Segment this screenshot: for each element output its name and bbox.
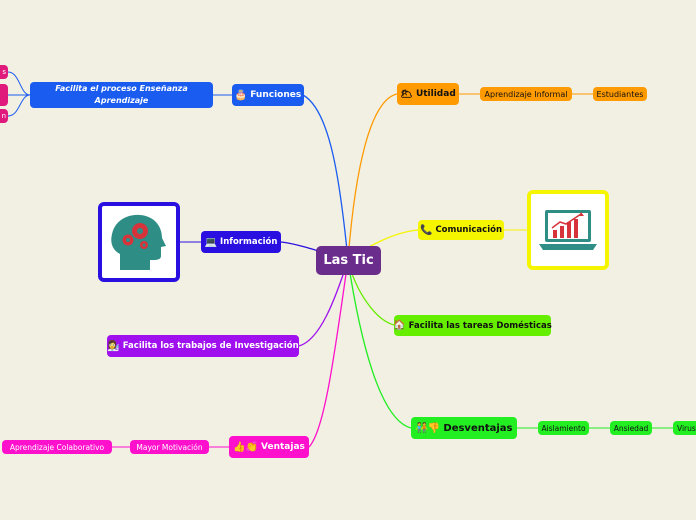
central-topic[interactable]: Las Tic xyxy=(316,246,381,275)
topic-desventajas-label: Desventajas xyxy=(443,422,513,434)
topic-utilidad[interactable]: 🌥 Utilidad xyxy=(397,83,459,105)
central-topic-label: Las Tic xyxy=(323,253,374,268)
topic-comunicacion-label: Comunicación xyxy=(435,225,503,235)
head-gears-image xyxy=(98,202,180,282)
topic-tareas-domesticas-label: Facilita las tareas Domésticas xyxy=(408,320,552,331)
topic-aislamiento-label: Aislamiento xyxy=(541,423,586,433)
laptop-chart-image xyxy=(527,190,609,270)
laptop-icon: 💻 xyxy=(204,236,218,248)
phone-icon: 📞 xyxy=(419,224,433,236)
topic-mayor-motivacion[interactable]: Mayor Motivación xyxy=(130,440,209,454)
topic-aprendizaje-informal[interactable]: Aprendizaje Informal xyxy=(480,87,572,101)
house-icon: 🏠 xyxy=(393,320,406,331)
topic-facilita-proceso-label: Facilita el proceso Enseñanza Aprendizaj… xyxy=(55,84,188,105)
topic-informacion-label: Información xyxy=(220,237,278,247)
child-3-label: n xyxy=(1,112,6,120)
topic-utilidad-label: Utilidad xyxy=(415,89,456,99)
topic-ventajas[interactable]: 👍👏 Ventajas xyxy=(229,436,309,458)
topic-funciones[interactable]: 🎂 Funciones xyxy=(232,84,304,106)
topic-aprendizaje-informal-label: Aprendizaje Informal xyxy=(484,89,568,99)
child-1-label: s xyxy=(2,68,6,76)
topic-comunicacion[interactable]: 📞 Comunicación xyxy=(418,220,504,240)
topic-estudiantes-label: Estudiantes xyxy=(596,89,644,99)
topic-ventajas-label: Ventajas xyxy=(261,442,305,452)
topic-virus-label: Virus xyxy=(677,423,696,433)
cloud-icon: 🌥 xyxy=(400,88,413,100)
topic-ansiedad-label: Ansiedad xyxy=(613,423,649,433)
topic-aprendizaje-colaborativo[interactable]: Aprendizaje Colaborativo xyxy=(2,440,112,454)
topic-aislamiento[interactable]: Aislamiento xyxy=(538,421,589,435)
topic-ansiedad[interactable]: Ansiedad xyxy=(610,421,652,435)
topic-investigacion-label: Facilita los trabajos de Investigación xyxy=(122,341,299,351)
topic-virus[interactable]: Virus xyxy=(673,421,696,435)
topic-aprendizaje-colaborativo-label: Aprendizaje Colaborativo xyxy=(9,442,105,452)
scientist-icon: 👩‍🔬 xyxy=(107,340,120,352)
cake-icon: 🎂 xyxy=(234,89,248,101)
topic-informacion[interactable]: 💻 Información xyxy=(201,231,281,253)
topic-facilita-proceso[interactable]: Facilita el proceso Enseñanza Aprendizaj… xyxy=(30,82,213,108)
people-thumbs-down-icon: 🧑‍🤝‍🧑👎 xyxy=(415,422,441,434)
topic-investigacion[interactable]: 👩‍🔬 Facilita los trabajos de Investigaci… xyxy=(107,335,299,357)
topic-desventajas[interactable]: 🧑‍🤝‍🧑👎 Desventajas xyxy=(411,417,517,439)
topic-funciones-child-1[interactable]: s xyxy=(0,65,8,79)
topic-funciones-child-3[interactable]: n xyxy=(0,109,8,123)
thumbs-up-clap-icon: 👍👏 xyxy=(233,441,259,453)
laptop-chart-icon xyxy=(539,210,597,250)
topic-estudiantes[interactable]: Estudiantes xyxy=(593,87,647,101)
topic-tareas-domesticas[interactable]: 🏠 Facilita las tareas Domésticas xyxy=(393,315,552,336)
topic-mayor-motivacion-label: Mayor Motivación xyxy=(136,442,203,452)
topic-funciones-label: Funciones xyxy=(250,90,302,100)
topic-funciones-child-2[interactable] xyxy=(0,84,8,106)
head-gears-icon xyxy=(111,214,166,270)
